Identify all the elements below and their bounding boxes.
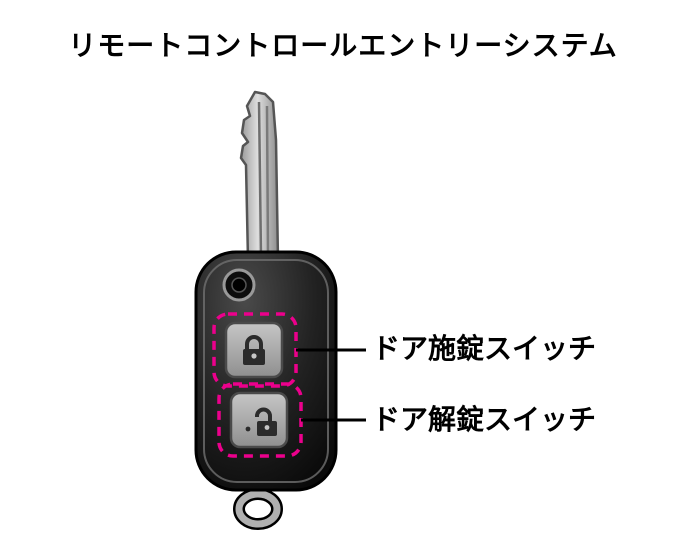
fob-inner-outline xyxy=(203,259,329,483)
round-button xyxy=(222,268,256,302)
lock-open-icon xyxy=(245,407,277,436)
diagram-title: リモートコントロールエントリーシステム xyxy=(68,29,618,62)
lock-closed-icon xyxy=(243,335,265,365)
lock-button xyxy=(224,321,284,379)
blade-groove xyxy=(257,101,263,257)
blade-groove xyxy=(265,105,270,257)
key-blade xyxy=(239,90,280,262)
label-lock-switch: ドア施錠スイッチ xyxy=(372,332,597,365)
label-unlock-switch: ドア解錠スイッチ xyxy=(372,403,597,436)
key-ring xyxy=(233,488,283,530)
unlock-button xyxy=(229,391,289,449)
